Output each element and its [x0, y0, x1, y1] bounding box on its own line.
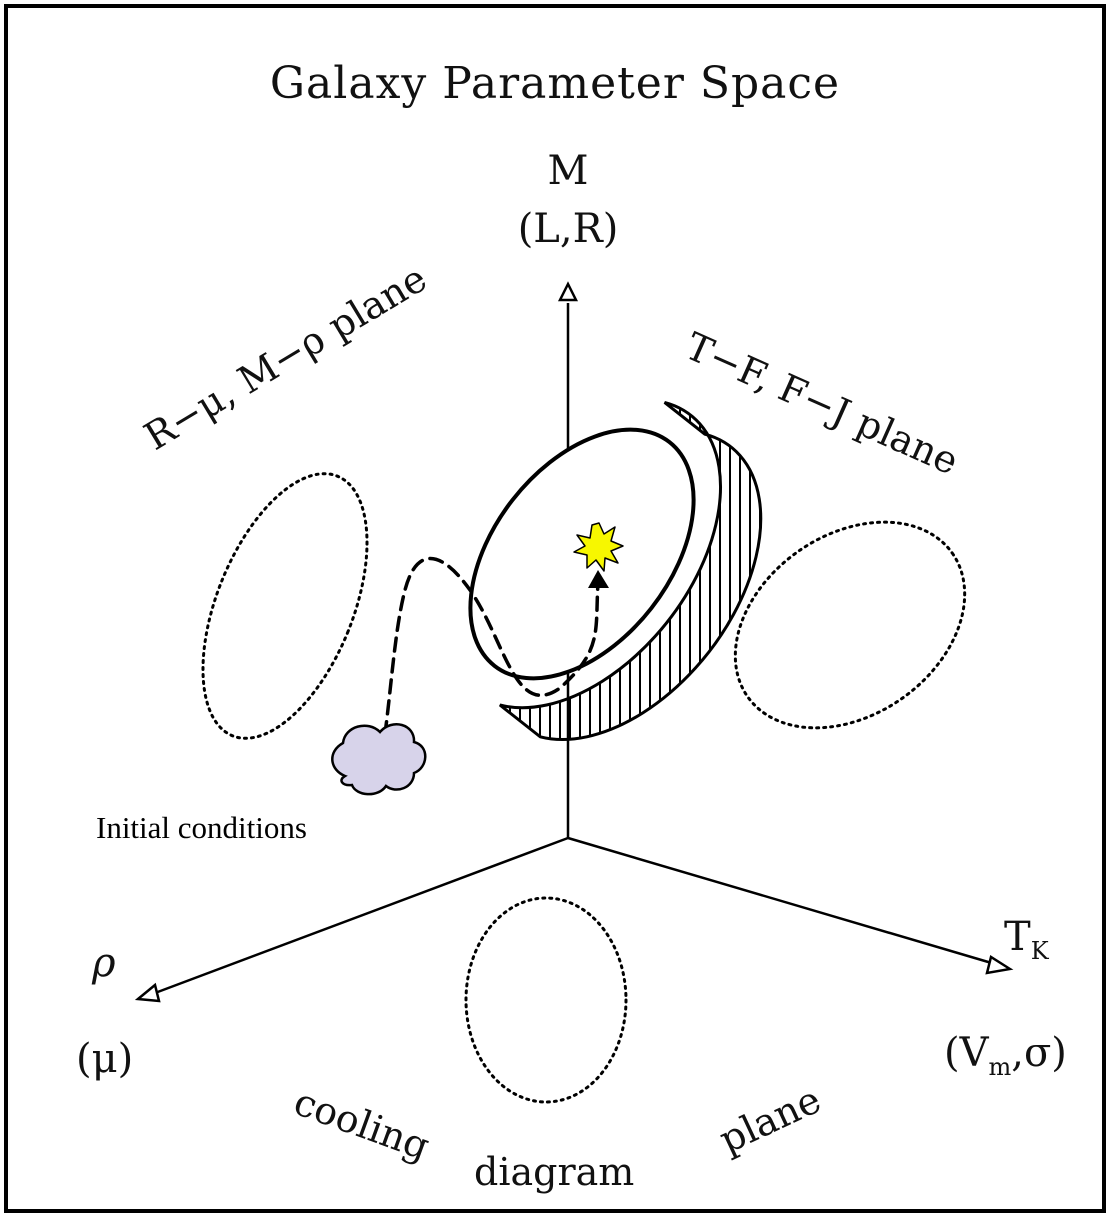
axis-right-alt: (Vm,σ) [944, 1030, 1067, 1081]
arrowhead-left-icon [138, 985, 159, 1001]
axis-right-alt-open: (V [944, 1030, 989, 1076]
axis-left-alt: (μ) [76, 1036, 133, 1082]
axis-right-line [568, 838, 995, 964]
diagram-title: Galaxy Parameter Space [0, 58, 1110, 109]
axis-vertical-name: M [548, 148, 589, 194]
axis-right-name: TK [1004, 914, 1049, 965]
axis-vertical-alt: (L,R) [518, 206, 619, 252]
axis-right-alt-close: ,σ) [1011, 1030, 1067, 1076]
left-plane-ellipse [170, 451, 401, 762]
initial-conditions-cloud-icon [332, 724, 425, 794]
axis-left-name: ρ [92, 940, 116, 986]
arrowhead-up-icon [560, 284, 576, 300]
bottom-plane-ellipse [466, 898, 626, 1102]
bottom-plane-word-2: diagram [474, 1150, 634, 1194]
axis-left-line [155, 838, 568, 993]
initial-conditions-label: Initial conditions [96, 810, 307, 846]
axis-right-alt-sub: m [989, 1053, 1012, 1081]
right-plane-ellipse [696, 480, 1004, 771]
axis-right-name-sub: K [1031, 937, 1049, 965]
axis-right-name-main: T [1004, 914, 1031, 960]
